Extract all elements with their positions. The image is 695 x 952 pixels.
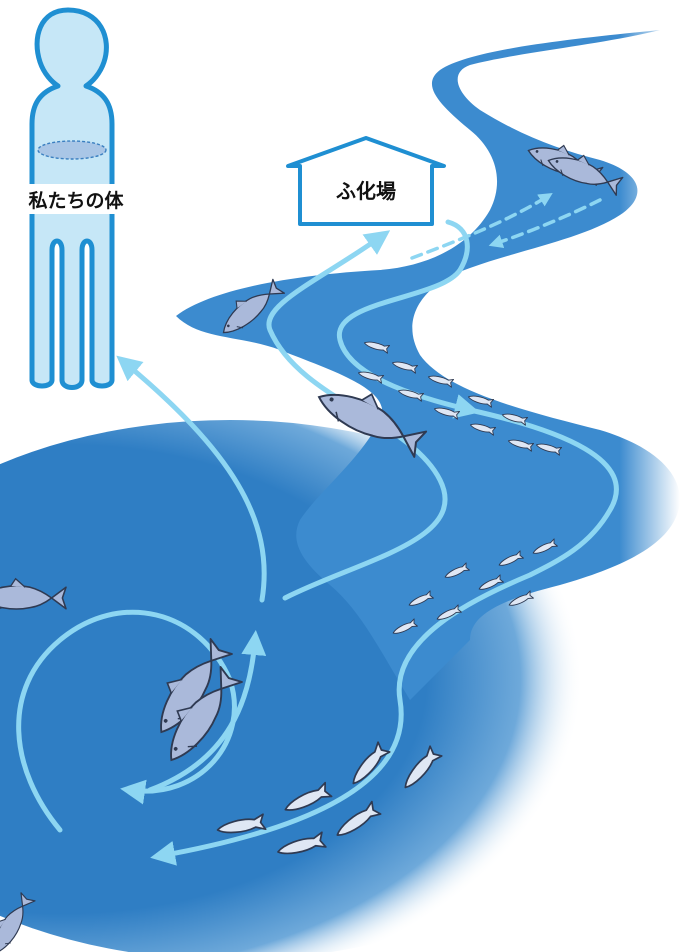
river-downstream-arrow bbox=[150, 407, 619, 866]
upstream-arrow bbox=[147, 630, 267, 793]
ocean-loop-arrow bbox=[16, 609, 237, 833]
hatchery-label: ふ化場 bbox=[336, 179, 396, 203]
human-label-bg bbox=[8, 184, 144, 214]
hatchery-dashed-arrows bbox=[410, 193, 602, 260]
hatchery-return-arrow bbox=[337, 219, 480, 419]
human-body-label: 私たちの体 bbox=[28, 189, 124, 212]
river bbox=[176, 30, 680, 700]
flow-arrows bbox=[16, 219, 619, 866]
to-human-arrow bbox=[116, 355, 267, 603]
house-icon bbox=[286, 136, 446, 226]
